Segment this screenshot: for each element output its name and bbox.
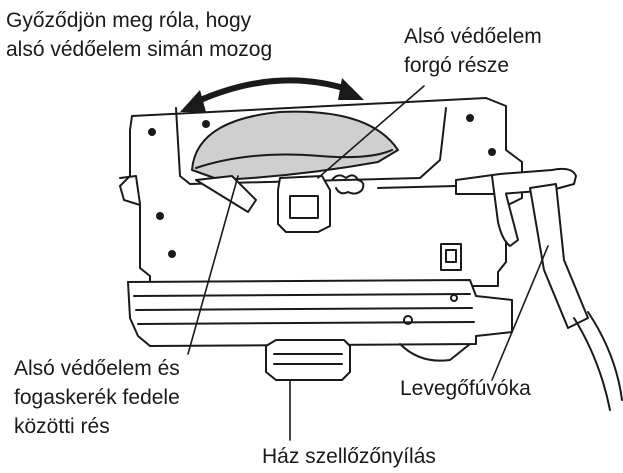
side-bracket — [119, 175, 141, 205]
screw — [450, 294, 458, 302]
label-housing-vent: Ház szellőzőnyílás — [262, 442, 436, 471]
label-line: fogaskerék fedele — [14, 386, 180, 409]
leader-rotating-part — [317, 85, 425, 179]
swing-arrow-head-left — [180, 90, 206, 112]
label-line: forgó része — [404, 54, 510, 77]
lower-guard-rim — [195, 149, 393, 169]
base-rail — [135, 307, 473, 311]
side-button — [440, 243, 462, 271]
motor-bulge — [399, 343, 471, 362]
swing-arrow-arc — [193, 77, 353, 105]
blow-nozzle-tip — [377, 185, 457, 189]
label-line: Győződjön meg róla, hogy — [6, 9, 252, 32]
label-line: Alsó védőelem — [404, 25, 542, 48]
label-gap: Alsó védőelem és fogaskerék fedele közöt… — [14, 354, 180, 441]
side-button-inner — [445, 249, 457, 263]
housing-vent-shape — [265, 339, 471, 381]
air-blow-gun — [377, 167, 623, 411]
screw — [488, 148, 496, 156]
blow-gun-trigger — [491, 175, 519, 247]
base-plate — [127, 279, 513, 347]
label-line: Ház szellőzőnyílás — [262, 445, 436, 468]
screw — [156, 212, 164, 220]
lower-guard — [191, 110, 399, 233]
swing-arrow-head-right — [338, 78, 364, 100]
lower-guard-body — [191, 110, 399, 181]
label-check-guard: Győződjön meg róla, hogy alsó védőelem s… — [6, 6, 272, 64]
label-line: közötti rés — [14, 415, 110, 438]
screw — [148, 128, 156, 136]
label-air-nozzle: Levegőfúvóka — [400, 374, 531, 403]
base-plate-outline — [127, 279, 513, 347]
screw — [202, 120, 210, 128]
screw — [466, 114, 474, 122]
leader-gap — [187, 175, 239, 355]
blow-gun-handle — [529, 183, 589, 329]
screw — [403, 315, 413, 325]
label-rotating-part: Alsó védőelem forgó része — [404, 22, 542, 80]
vent-body — [265, 339, 351, 381]
leader-air-nozzle — [491, 245, 549, 381]
screw — [168, 250, 176, 258]
label-line: alsó védőelem simán mozog — [6, 38, 273, 61]
leader-lines — [187, 85, 549, 441]
air-hose — [573, 311, 623, 411]
gear-cover — [277, 175, 331, 233]
gear-cover-window — [289, 195, 319, 219]
label-line: Alsó védőelem és — [14, 357, 180, 380]
base-rail — [133, 293, 471, 297]
base-rail — [137, 321, 475, 325]
dust-puff — [331, 174, 365, 195]
label-line: Levegőfúvóka — [400, 377, 531, 400]
swing-arrow — [180, 77, 364, 112]
